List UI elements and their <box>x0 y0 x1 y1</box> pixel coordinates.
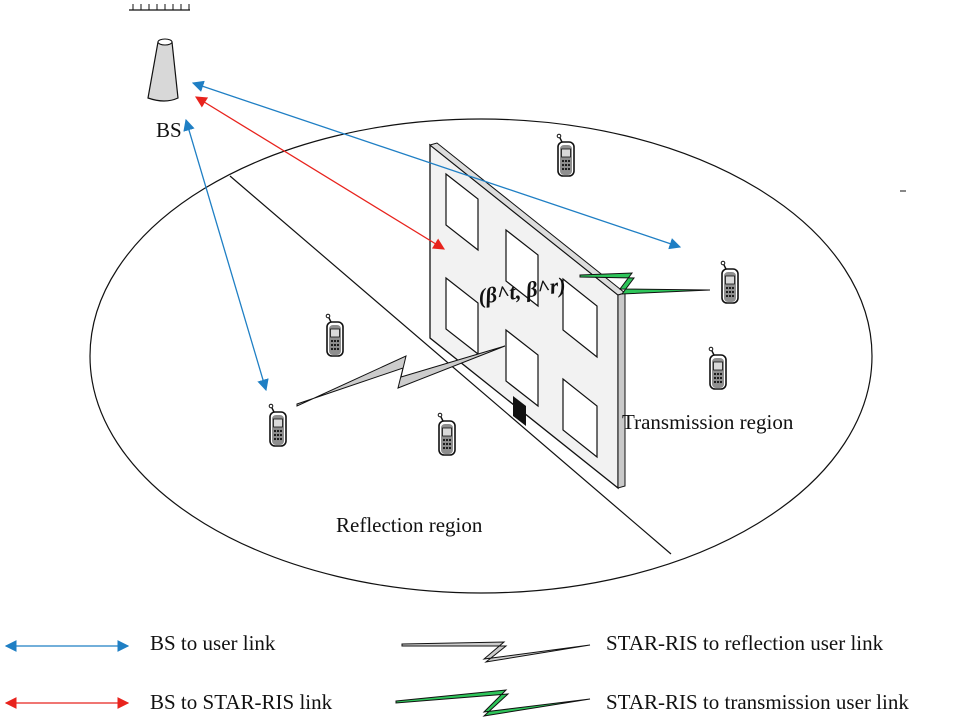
ris-element <box>562 377 598 459</box>
legend-bs-star-ris-label: BS to STAR-RIS link <box>150 690 333 714</box>
legend-reflection-bolt <box>401 641 591 663</box>
reflection-region-label: Reflection region <box>336 513 483 537</box>
mobile-phone-icon <box>556 133 575 177</box>
mobile-phone-icon <box>437 412 456 456</box>
transmission-region-label: Transmission region <box>622 410 794 434</box>
antenna-tower-icon <box>129 4 190 102</box>
legend-transmission-link-label: STAR-RIS to transmission user link <box>606 690 909 714</box>
bs-label: BS <box>156 118 182 142</box>
reflection-user-link-bolt <box>296 345 506 407</box>
ris-controller <box>513 396 526 426</box>
transmission-user-link-bolt <box>579 272 711 295</box>
bs-user-link-arrow <box>183 118 269 392</box>
legend-bs-user-label: BS to user link <box>150 631 276 655</box>
mobile-phone-icon <box>268 403 287 447</box>
legend-reflection-link-label: STAR-RIS to reflection user link <box>606 631 884 655</box>
mobile-phone-icon <box>708 346 727 390</box>
mobile-phone-icon <box>720 260 739 304</box>
bs-star-ris-link-arrow <box>195 96 445 250</box>
mobile-phone-icon <box>325 313 344 357</box>
ris-element <box>505 328 539 408</box>
star-ris-panel <box>428 142 627 490</box>
legend-transmission-bolt <box>395 689 591 717</box>
ris-element <box>562 277 598 359</box>
